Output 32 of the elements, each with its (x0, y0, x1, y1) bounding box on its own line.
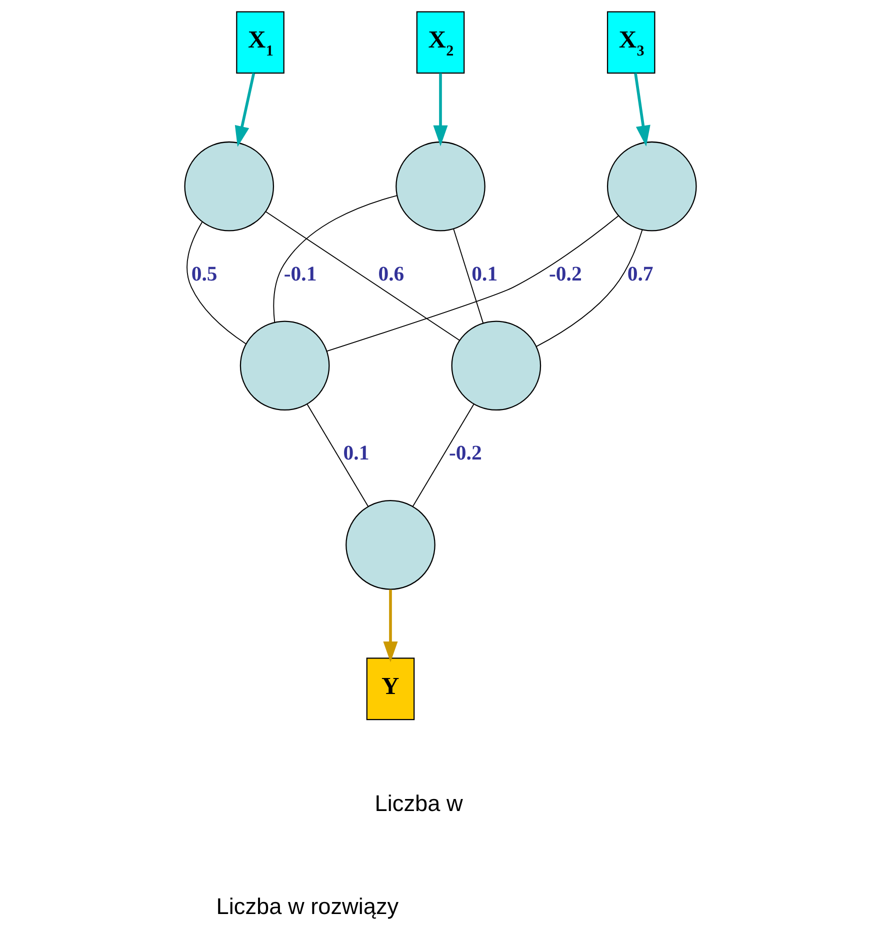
arrow (432, 73, 448, 146)
connector (452, 228, 484, 324)
connector (306, 404, 368, 507)
node-box: X$_{3}$ (606, 11, 655, 74)
node-box: Y (366, 658, 414, 720)
connector (186, 222, 246, 344)
edge-label: -0.1 (283, 263, 316, 286)
connector (326, 215, 618, 352)
edge-label: 0.5 (190, 263, 217, 286)
node-circle (239, 320, 330, 411)
edge-label: 0.1 (342, 442, 369, 465)
connector (272, 195, 398, 323)
edge-label: 0.7 (626, 263, 653, 286)
label: Liczba w rozwiązy (216, 894, 398, 920)
connector (412, 404, 474, 507)
arrow (382, 590, 398, 662)
node-circle (395, 141, 485, 232)
node-circle (606, 141, 696, 232)
arrow (234, 72, 255, 147)
edge-label: -0.2 (548, 263, 582, 286)
label: Liczba w (374, 791, 462, 816)
edge-label: -0.2 (448, 442, 482, 465)
connector (535, 229, 642, 347)
connector (264, 211, 460, 341)
edge-label: 0.1 (471, 263, 498, 286)
node-box: X$_{1}$ (236, 11, 284, 74)
node-circle (345, 500, 435, 590)
node-circle (450, 320, 541, 411)
edge-label: 0.6 (378, 263, 404, 286)
arrow (634, 72, 650, 146)
node-circle (184, 141, 274, 232)
node-box: X$_{2}$ (416, 11, 464, 74)
